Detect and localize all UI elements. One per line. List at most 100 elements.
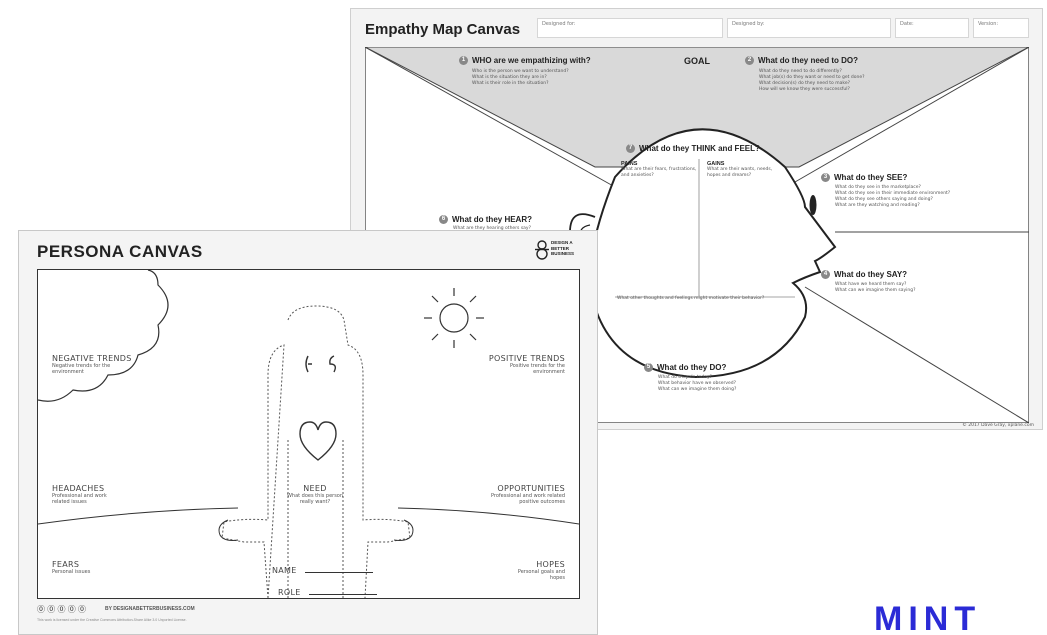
pains-sub: What are their fears, frustrations, and …: [621, 167, 697, 178]
cc-nc-icon: ⓪: [57, 605, 66, 614]
version-field: Version:: [973, 18, 1029, 38]
brand-line: BUSINESS: [551, 251, 575, 256]
fears-sub: Personal issues: [52, 569, 91, 575]
see-sub-line: What do they see in their immediate envi…: [835, 191, 951, 196]
section-hear: 6 What do they HEAR?: [439, 215, 532, 225]
fears-title: FEARS: [52, 560, 80, 569]
section-say-sub: What have we heard them say? What can we…: [835, 282, 916, 294]
section-hear-title: What do they HEAR?: [452, 215, 532, 224]
do-sub-line: What behavior have we observed?: [658, 381, 737, 386]
pains-block: PAINS What are their fears, frustrations…: [621, 161, 697, 179]
persona-canvas-sheet: PERSONA CANVAS DESIGN A BETTER BUSINESS: [18, 230, 598, 635]
say-sub-line: What have we heard them say?: [835, 282, 907, 287]
do-need-sub-line: What decision(s) do they need to make?: [759, 81, 850, 86]
license-icons: ⓪ ⓪ ⓪ ⓪ ⓪: [37, 604, 86, 615]
do-sub-line: What do they do today?: [658, 375, 712, 380]
fears-block: FEARS Personal issues: [52, 560, 90, 575]
who-sub-line: What is their role in the situation?: [472, 81, 549, 86]
hopes-sub: Personal goals and hopes: [517, 569, 565, 581]
positive-trends-block: POSITIVE TRENDS Positive trends for the …: [489, 354, 565, 375]
do-need-sub-line: What job(s) do they want or need to get …: [759, 75, 865, 80]
who-sub-line: What is the situation they are in?: [472, 75, 547, 80]
section-who-title: WHO are we empathizing with?: [472, 56, 591, 65]
gains-block: GAINS What are their wants, needs, hopes…: [707, 161, 783, 179]
hopes-block: HOPES Personal goals and hopes: [515, 560, 565, 581]
section-say: 4 What do they SAY?: [821, 270, 908, 280]
role-label: ROLE: [278, 588, 301, 597]
footer-license-text: This work is licensed under the Creative…: [37, 618, 187, 622]
section-who-sub: Who is the person we want to understand?…: [472, 69, 569, 87]
bottom-thoughts-text: What other thoughts and feelings might m…: [617, 296, 765, 301]
brand-line: DESIGN A: [551, 240, 573, 245]
section-think-title: What do they THINK and FEEL?: [639, 144, 760, 153]
section-see-title: What do they SEE?: [834, 173, 908, 182]
cc-by-icon: ⓪: [47, 605, 56, 614]
section-do-need: 2 What do they need to DO?: [745, 56, 858, 66]
gains-sub: What are their wants, needs, hopes and d…: [707, 167, 773, 178]
number-badge: 3: [821, 173, 830, 183]
who-sub-line: Who is the person we want to understand?: [472, 69, 569, 74]
footer-url: BY DESIGNABETTERBUSINESS.COM: [105, 606, 195, 612]
do-need-sub-line: What do they need to do differently?: [759, 69, 842, 74]
goal-label: GOAL: [684, 56, 710, 66]
do-sub-line: What can we imagine them doing?: [658, 387, 737, 392]
brand-mark-icon: [535, 240, 549, 260]
number-badge: 2: [745, 56, 754, 66]
positive-trends-sub: Positive trends for the environment: [509, 363, 565, 375]
negative-trends-title: NEGATIVE TRENDS: [52, 354, 132, 363]
date-field: Date:: [895, 18, 969, 38]
headaches-title: HEADACHES: [52, 484, 105, 493]
empathy-map-title: Empathy Map Canvas: [365, 21, 521, 38]
cc-nd-icon: ⓪: [77, 605, 86, 614]
section-see: 3 What do they SEE?: [821, 173, 908, 183]
negative-trends-sub: Negative trends for the environment: [52, 363, 111, 375]
name-label: NAME: [272, 566, 297, 575]
persona-drawing-area: NEGATIVE TRENDS Negative trends for the …: [37, 269, 580, 599]
say-sub-line: What can we imagine them saying?: [835, 288, 916, 293]
role-field[interactable]: ROLE: [278, 582, 378, 600]
pains-title: PAINS: [621, 161, 638, 167]
designed-for-field: Designed for:: [537, 18, 723, 38]
hopes-title: HOPES: [536, 560, 565, 569]
cc-sa-icon: ⓪: [67, 605, 76, 614]
number-badge: 7: [626, 144, 635, 154]
section-do-title: What do they DO?: [657, 363, 727, 372]
empathy-copyright: © 2017 Dave Gray, xplane.com: [962, 423, 1034, 428]
section-do-need-sub: What do they need to do differently? Wha…: [759, 69, 865, 93]
heart-icon: [299, 421, 337, 461]
watermark-text: MINT: [874, 604, 982, 634]
brand-line: BETTER: [551, 245, 569, 251]
brand-text: DESIGN A BETTER BUSINESS: [551, 240, 574, 257]
persona-title: PERSONA CANVAS: [37, 242, 203, 261]
negative-trends-block: NEGATIVE TRENDS Negative trends for the …: [52, 354, 132, 375]
sun-icon: [424, 288, 484, 348]
section-do-need-title: What do they need to DO?: [758, 56, 858, 65]
section-see-sub: What do they see in the marketplace? Wha…: [835, 185, 950, 209]
headaches-block: HEADACHES Professional and work related …: [52, 484, 120, 505]
number-badge: 4: [821, 270, 830, 280]
opportunities-block: OPPORTUNITIES Professional and work rela…: [473, 484, 565, 505]
section-say-title: What do they SAY?: [834, 270, 908, 279]
section-think: 7 What do they THINK and FEEL?: [626, 144, 760, 154]
see-sub-line: What do they see in the marketplace?: [835, 185, 921, 190]
number-badge: 5: [644, 363, 653, 373]
role-line[interactable]: [309, 594, 378, 595]
do-need-sub-line: How will we know they were successful?: [759, 87, 850, 92]
designed-by-field: Designed by:: [727, 18, 891, 38]
name-line[interactable]: [305, 572, 374, 573]
section-do-sub: What do they do today? What behavior hav…: [658, 375, 736, 393]
name-field[interactable]: NAME: [272, 560, 374, 578]
see-sub-line: What do they see others saying and doing…: [835, 197, 933, 202]
cc-icon: ⓪: [37, 605, 45, 614]
headaches-sub: Professional and work related issues: [52, 493, 107, 505]
need-title: NEED: [303, 484, 327, 493]
section-do: 5 What do they DO?: [644, 363, 727, 373]
see-sub-line: What are they watching and reading?: [835, 203, 920, 208]
section-hear-sub: What are they hearing others say?: [453, 226, 531, 232]
need-block: NEED What does this person really want?: [284, 484, 346, 505]
opportunities-title: OPPORTUNITIES: [497, 484, 565, 493]
positive-trends-title: POSITIVE TRENDS: [488, 354, 565, 363]
need-sub: What does this person really want?: [286, 493, 344, 505]
number-badge: 6: [439, 215, 448, 225]
